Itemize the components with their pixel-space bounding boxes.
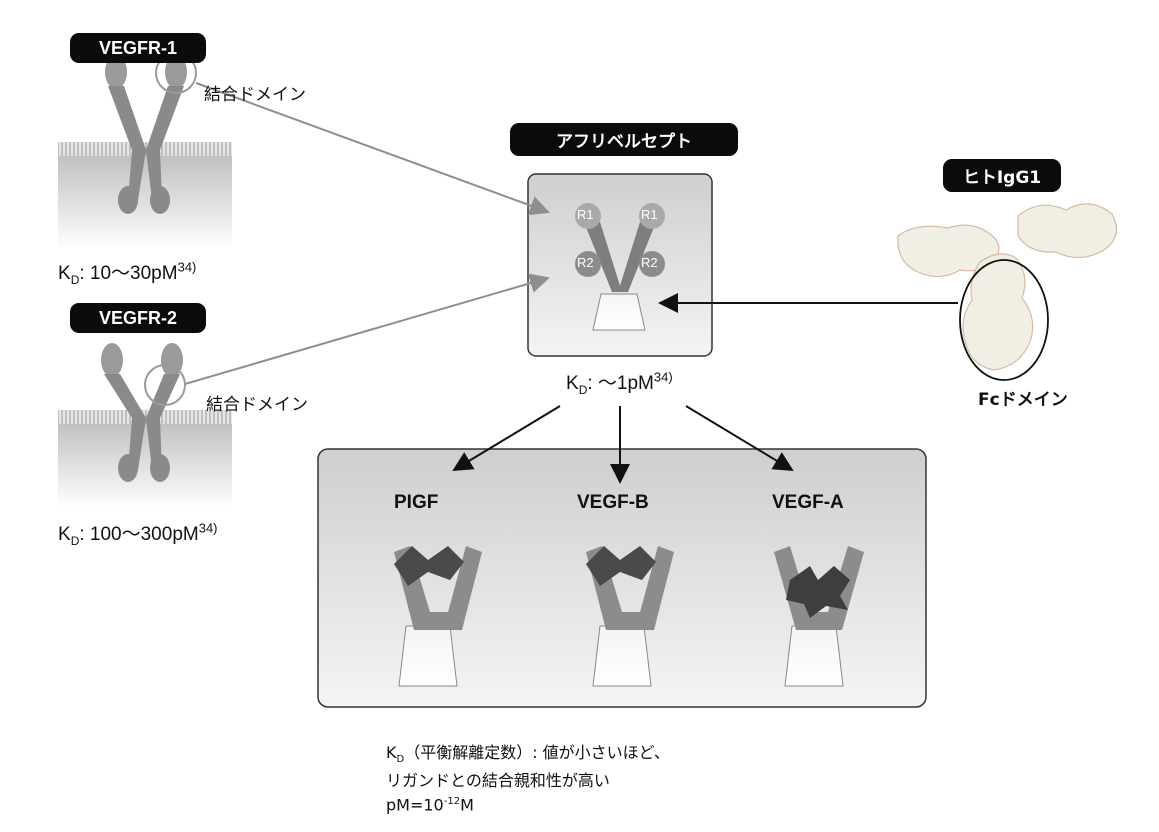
vegfr1-binding-domain-label: 結合ドメイン	[204, 85, 306, 105]
footnote-unit-exponent: -12	[443, 796, 461, 808]
footnote-line-1: KD（平衡解離定数）: 値が小さいほど、	[386, 742, 670, 770]
footnote-kd-symbol: K	[386, 743, 397, 762]
vegfr2-title: VEGFR-2	[70, 303, 206, 333]
domain-label-r1-left: R1	[577, 207, 594, 222]
kd-subscript: D	[578, 382, 588, 397]
human-igg1-molecule	[897, 203, 1118, 371]
arrows	[184, 82, 958, 484]
trap-vegf-a	[774, 546, 864, 687]
trap-vegf-b	[586, 546, 674, 687]
kd-subscript: D	[70, 272, 80, 287]
fc-domain-label: Fcドメイン	[978, 390, 1068, 410]
vegfr1-title: VEGFR-1	[70, 33, 206, 63]
vegfr2-cell	[58, 343, 232, 508]
vegfr2-binding-domain-label: 結合ドメイン	[206, 395, 308, 415]
kd-symbol: K	[566, 373, 579, 394]
ligand-label-vegf-b: VEGF-B	[577, 492, 649, 513]
kd-subscript: D	[70, 533, 80, 548]
kd-symbol: K	[58, 263, 71, 284]
kd-footnote: KD（平衡解離定数）: 値が小さいほど、 リガンドとの結合親和性が高い pM=1…	[386, 742, 670, 816]
aflibercept-kd: KD: 〜1pM34)	[566, 368, 673, 397]
kd-reference: 34)	[177, 259, 197, 275]
ligand-label-vegf-a: VEGF-A	[772, 492, 844, 513]
kd-value: : 〜1pM	[587, 373, 654, 394]
footnote-kd-subscript: D	[396, 754, 405, 766]
kd-reference: 34)	[653, 369, 673, 385]
domain-label-r2-left: R2	[577, 255, 594, 270]
igg1-title: ヒトIgG1	[943, 159, 1061, 192]
vegfr2-kd: KD: 100〜300pM34)	[58, 519, 218, 548]
aflibercept-domains	[575, 203, 665, 277]
ligand-label-pigf: PIGF	[394, 492, 439, 513]
fc-domain-circle	[959, 259, 1049, 381]
kd-value: : 100〜300pM	[79, 524, 199, 545]
vegfr1-cell	[58, 52, 232, 250]
kd-symbol: K	[58, 524, 71, 545]
kd-reference: 34)	[198, 520, 218, 536]
vegfr1-receptor	[105, 55, 187, 214]
aflibercept-arms	[584, 222, 656, 292]
trap-pigf	[394, 546, 482, 687]
footnote-line-3: pM=10-12M	[386, 791, 670, 815]
aflibercept-box	[527, 173, 713, 357]
domain-label-r1-right: R1	[641, 207, 658, 222]
footnote-unit-suffix: M	[460, 795, 474, 815]
footnote-definition: （平衡解離定数）: 値が小さいほど、	[404, 743, 670, 762]
kd-value: : 10〜30pM	[79, 263, 178, 284]
footnote-unit-base: pM=10	[386, 795, 444, 815]
vegfr1-kd: KD: 10〜30pM34)	[58, 258, 196, 287]
vegfr2-binding-domain-circle	[144, 364, 186, 406]
aflibercept-title: アフリベルセプト	[510, 123, 738, 156]
domain-label-r2-right: R2	[641, 255, 658, 270]
ligand-box	[317, 448, 927, 708]
footnote-line-2: リガンドとの結合親和性が高い	[386, 771, 610, 791]
